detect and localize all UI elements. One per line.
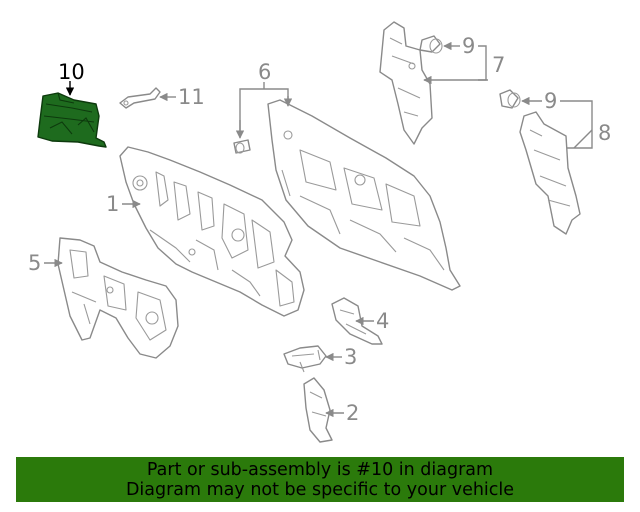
part-1-dash-panel[interactable]: [119, 146, 305, 317]
part-9-clip-upper[interactable]: [419, 35, 443, 54]
callout-1[interactable]: 1: [106, 192, 119, 216]
callout-3[interactable]: 3: [344, 345, 357, 369]
callout-9b[interactable]: 9: [544, 89, 557, 113]
callout-5[interactable]: 5: [28, 251, 41, 275]
callout-2[interactable]: 2: [346, 401, 359, 425]
bracket-8: [560, 100, 593, 149]
leader-8: [573, 129, 593, 149]
callout-4[interactable]: 4: [376, 309, 389, 333]
part-6-silencer[interactable]: [267, 99, 461, 291]
banner-line-2: Diagram may not be specific to your vehi…: [125, 480, 515, 500]
callout-8[interactable]: 8: [598, 121, 611, 145]
part-9-clip-lower[interactable]: [499, 89, 521, 109]
bracket-7: [478, 45, 487, 81]
part-11-bracket[interactable]: [119, 87, 161, 109]
callout-9a[interactable]: 9: [462, 34, 475, 58]
callout-10[interactable]: 10: [58, 60, 85, 84]
part-8-bracket[interactable]: [519, 111, 581, 235]
callout-6[interactable]: 6: [258, 60, 271, 84]
part-6-clip[interactable]: [233, 139, 251, 154]
info-banner: Part or sub-assembly is #10 in diagram D…: [16, 457, 624, 502]
part-2-bracket[interactable]: [303, 377, 333, 443]
banner-line-1: Part or sub-assembly is #10 in diagram: [146, 460, 494, 480]
part-3-bracket[interactable]: [283, 345, 327, 373]
callout-7[interactable]: 7: [492, 53, 505, 77]
part-5-reinforcement[interactable]: [57, 237, 179, 359]
part-7-bracket[interactable]: [379, 21, 433, 145]
part-10-insulator[interactable]: [37, 92, 107, 148]
callout-11[interactable]: 11: [178, 85, 205, 109]
